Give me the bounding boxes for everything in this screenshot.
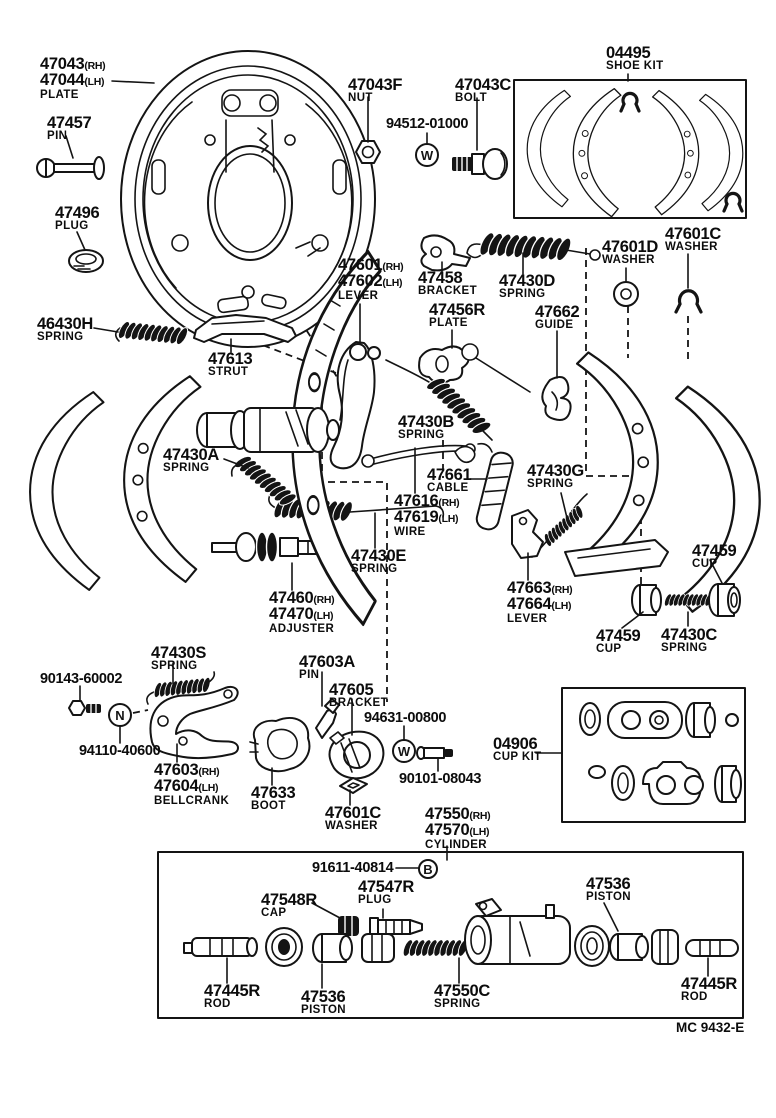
spring-46430h-drawing bbox=[114, 318, 191, 348]
lever-47663-drawing bbox=[511, 509, 544, 559]
label-piston-47536-left: 47536 PISTON bbox=[301, 988, 347, 1016]
label-cup-47459-right: 47459 CUP bbox=[692, 542, 737, 570]
label-spring-47430a: 47430A SPRING bbox=[163, 446, 219, 474]
backing-plate-drawing bbox=[120, 50, 376, 348]
label-94110-40600: 94110-40600 bbox=[79, 743, 161, 759]
bolt-mark-icon: B bbox=[423, 862, 432, 877]
shoe-clip-icon bbox=[619, 91, 641, 113]
label-nut-47043f: 47043F NUT bbox=[348, 76, 403, 104]
label-plate: 47043(RH) 47044(LH) PLATE bbox=[40, 55, 106, 101]
label-90143-60002: 90143-60002 bbox=[40, 671, 123, 687]
label-spring-47430g: 47430G SPRING bbox=[527, 462, 584, 490]
cable-47661-drawing bbox=[454, 442, 514, 531]
label-94631-00800: 94631-00800 bbox=[364, 710, 447, 726]
label-plug-47496: 47496 PLUG bbox=[55, 204, 100, 232]
washer-mark-icon: W bbox=[398, 744, 411, 759]
nut-47043f-drawing bbox=[355, 140, 381, 164]
parking-lever-47601-drawing bbox=[329, 341, 381, 470]
label-strut-47613: 47613 STRUT bbox=[208, 350, 253, 378]
leader-lines bbox=[65, 73, 723, 989]
label-plate-47456r: 47456R PLATE bbox=[429, 301, 485, 329]
label-90101-08043: 90101-08043 bbox=[399, 771, 482, 787]
pin-47457-drawing bbox=[36, 156, 105, 180]
label-spring-47550c: 47550C SPRING bbox=[434, 982, 490, 1010]
label-rod-47445r-left: 47445R ROD bbox=[204, 982, 260, 1010]
shoe-clip-icon bbox=[722, 191, 744, 213]
label-rod-47445r-right: 47445R ROD bbox=[681, 975, 737, 1003]
bracket-47605-drawing bbox=[328, 730, 385, 780]
label-washer-47601c-top: 47601C WASHER bbox=[665, 225, 721, 253]
label-piston-47536-right: 47536 PISTON bbox=[586, 875, 632, 903]
label-guide-47662: 47662 GUIDE bbox=[535, 303, 580, 331]
strut-47613-drawing bbox=[193, 314, 297, 343]
bracket-47458-drawing bbox=[420, 234, 471, 272]
label-bellcrank-47603: 47603(RH) 47604(LH) BELLCRANK bbox=[154, 761, 230, 807]
label-spring-47430s: 47430S SPRING bbox=[151, 644, 207, 672]
brake-lining-left-drawing bbox=[29, 376, 200, 591]
nut-94110-drawing: N bbox=[108, 703, 149, 727]
label-plug-47547r: 47547R PLUG bbox=[358, 878, 414, 906]
label-wire-47616: 47616(RH) 47619(LH) WIRE bbox=[394, 492, 460, 538]
washer-94512-drawing: W bbox=[415, 143, 439, 167]
bellcrank-47603-drawing bbox=[149, 686, 239, 760]
bolt-90143-drawing bbox=[68, 700, 101, 716]
label-cylinder-47550: 47550(RH) 47570(LH) CYLINDER bbox=[425, 805, 491, 851]
label-shoe-kit: 04495 SHOE KIT bbox=[606, 44, 664, 72]
label-bracket-47458: 47458 BRACKET bbox=[418, 269, 478, 297]
brake-shoe-right-drawing bbox=[564, 352, 761, 613]
shoe-kit-box bbox=[513, 79, 747, 219]
label-bracket-47605: 47605 BRACKET bbox=[329, 681, 389, 709]
spring-47430d-drawing bbox=[466, 229, 601, 265]
spring-47430b-drawing bbox=[385, 343, 531, 442]
label-washer-47601d: 47601D WASHER bbox=[602, 238, 658, 266]
label-lever-47601: 47601(RH) 47602(LH) LEVER bbox=[338, 256, 404, 302]
label-91611-40814: 91611-40814 bbox=[312, 860, 394, 876]
bolt-47043c-drawing bbox=[452, 148, 508, 180]
plug-47496-drawing bbox=[68, 249, 104, 273]
label-pin-47603a: 47603A PIN bbox=[299, 653, 355, 681]
brake-shoe-center-drawing bbox=[292, 252, 380, 624]
label-adjuster-47460: 47460(RH) 47470(LH) ADJUSTER bbox=[269, 589, 335, 635]
label-pin-47457: 47457 PIN bbox=[47, 114, 92, 142]
guide-47662-drawing bbox=[541, 375, 572, 421]
figure-code: MC 9432-E bbox=[676, 1020, 745, 1035]
cylinder-kit-box: B bbox=[157, 851, 744, 1019]
clip-47601c-top-drawing bbox=[674, 289, 703, 314]
label-spring-46430h: 46430H SPRING bbox=[37, 315, 93, 343]
label-spring-47430d: 47430D SPRING bbox=[499, 272, 555, 300]
washer-mark-icon: W bbox=[421, 148, 434, 163]
cups-and-spring-row-drawing bbox=[631, 583, 741, 617]
label-cable-47661: 47661 CABLE bbox=[427, 466, 472, 494]
boot-47633-drawing bbox=[249, 717, 311, 773]
label-lever-47663: 47663(RH) 47664(LH) LEVER bbox=[507, 579, 573, 625]
nut-mark-icon: N bbox=[115, 708, 124, 723]
label-cap-47548r: 47548R CAP bbox=[261, 891, 317, 919]
label-cup-kit: 04906 CUP KIT bbox=[493, 735, 542, 763]
washer-94631-drawing: W bbox=[392, 739, 416, 763]
label-spring-47430b: 47430B SPRING bbox=[398, 413, 454, 441]
wheel-cylinder-center-drawing bbox=[196, 407, 340, 453]
plate-47456r-drawing bbox=[418, 345, 470, 385]
label-spring-47430c: 47430C SPRING bbox=[661, 626, 717, 654]
bolt-mark-circle bbox=[418, 859, 438, 879]
label-washer-47601c-mid: 47601C WASHER bbox=[325, 804, 381, 832]
label-spring-47430e: 47430E SPRING bbox=[351, 547, 407, 575]
label-bolt-47043c: 47043C BOLT bbox=[455, 76, 511, 104]
pin-47603a-drawing bbox=[315, 698, 340, 739]
label-94512-01000: 94512-01000 bbox=[386, 116, 469, 132]
spring-47430s-drawing bbox=[146, 671, 216, 705]
bolt-90101-drawing bbox=[416, 746, 453, 760]
label-boot-47633: 47633 BOOT bbox=[251, 784, 296, 812]
washer-47601c-mid-drawing bbox=[339, 777, 368, 794]
washer-47601d-drawing bbox=[613, 281, 639, 307]
cup-kit-box bbox=[561, 687, 746, 823]
label-cup-47459-bottom: 47459 CUP bbox=[596, 627, 641, 655]
